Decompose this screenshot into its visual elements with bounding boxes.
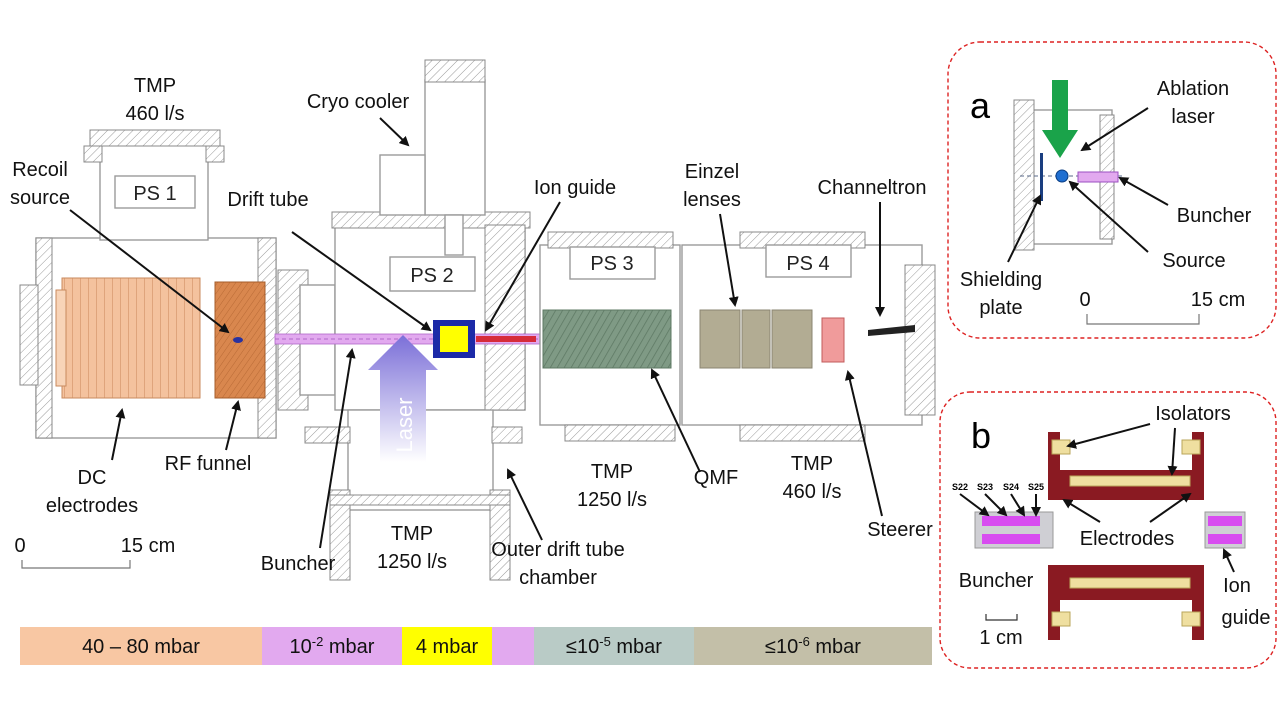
cryo-cooler-label: Cryo cooler: [307, 91, 410, 113]
channeltron-detector: [868, 325, 915, 336]
inset-b-letter: b: [971, 415, 991, 456]
isolator-bar-upper: [1069, 475, 1191, 487]
pressure-legend: 40 – 80 mbar 10-2 mbar 4 mbar ≤10-5 mbar…: [20, 627, 932, 665]
ion-guide: [476, 336, 536, 342]
source-label: Source: [1162, 250, 1225, 272]
ion-guide-label-a: Ion: [1223, 575, 1251, 597]
ps1-label: PS 1: [133, 183, 176, 205]
qmf-label: QMF: [694, 467, 738, 489]
inset-b-scale-bar: [985, 614, 1018, 621]
qmf-rods: [542, 309, 672, 369]
einzel-lens-3: [771, 309, 813, 369]
shielding-plate: [1040, 153, 1043, 201]
main-scale-bar: 0 15 cm: [14, 535, 175, 569]
ps3-label-box: [569, 246, 656, 280]
tmp-ps4-speed: 460 l/s: [783, 481, 842, 503]
ion-guide-label: Ion guide: [534, 177, 616, 199]
ps3-label: PS 3: [590, 253, 633, 275]
isolator-2: [1181, 439, 1201, 455]
ps1-label-box: [114, 175, 196, 209]
legend-swatch-5: [534, 627, 694, 665]
cryo-cooler: [424, 79, 486, 216]
recoil-source-label-a: Recoil: [12, 159, 68, 181]
laser-arrow: [368, 335, 438, 462]
ablation-label-a: Ablation: [1157, 78, 1229, 100]
legend-swatch-4: [492, 627, 534, 665]
inset-b: b S22 S23 S24 S25 Isolators Electrodes B…: [939, 391, 1277, 669]
isolator-bar-lower: [1069, 577, 1191, 589]
buncher-electrodes-bottom: [982, 534, 1040, 544]
steerer-label: Steerer: [867, 519, 933, 541]
ps2-label: PS 2: [410, 265, 453, 287]
recoil-source-marker: [233, 337, 243, 343]
einzel-lenses-label-a: Einzel: [685, 161, 739, 183]
einzel-lenses-label-b: lenses: [683, 189, 741, 211]
channeltron-label: Channeltron: [818, 177, 927, 199]
tmp-ps3-label: TMP: [591, 461, 633, 483]
main-arrows: [69, 117, 885, 549]
outer-drift-label-a: Outer drift tube: [491, 539, 624, 561]
source-dot: [1055, 169, 1069, 183]
rf-funnel-label: RF funnel: [165, 453, 252, 475]
buncher-label: Buncher: [261, 553, 336, 575]
ion-guide-label-b: guide: [1222, 607, 1271, 629]
legend-swatch-3: [402, 627, 492, 665]
rf-funnel: [214, 281, 266, 399]
legend-swatch-6: [694, 627, 932, 665]
inset-a: a Ablation laser Buncher Source Shieldin…: [947, 41, 1277, 339]
inset-a-buncher-label: Buncher: [1177, 205, 1252, 227]
inset-a-scale-length: 15 cm: [1191, 289, 1245, 311]
legend-swatch-2: [262, 627, 402, 665]
outer-drift-label-b: chamber: [519, 567, 597, 589]
tmp-ps2-speed: 1250 l/s: [377, 551, 447, 573]
recoil-source-label-b: source: [10, 187, 70, 209]
buncher-electrodes-top: [982, 516, 1040, 526]
drift-tube-label: Drift tube: [227, 189, 308, 211]
isolator-1: [1051, 439, 1071, 455]
tmp-ps2-label: TMP: [391, 523, 433, 545]
inset-a-scale-bar: [1086, 314, 1200, 325]
inset-b-scale-label: 1 cm: [979, 627, 1022, 649]
tmp-ps4-label: TMP: [791, 453, 833, 475]
legend-text-5: ≤10-5 mbar: [566, 634, 662, 658]
dc-electrodes: [61, 277, 201, 399]
segment-s25: S25: [1028, 482, 1044, 492]
inset-a-scale-zero: 0: [1079, 289, 1090, 311]
tmp-ps3-speed: 1250 l/s: [577, 489, 647, 511]
inset-a-buncher: [1077, 171, 1119, 183]
segment-s24: S24: [1003, 482, 1019, 492]
steerer-plates: [821, 317, 845, 363]
legend-text-6: ≤10-6 mbar: [765, 634, 861, 658]
main-scale-length: 15 cm: [121, 535, 175, 557]
ps2-label-box: [389, 256, 476, 292]
electrodes-label: Electrodes: [1080, 528, 1175, 550]
dc-electrodes-label-b: electrodes: [46, 495, 138, 517]
legend-text-3: 4 mbar: [416, 636, 479, 658]
inset-b-buncher-label: Buncher: [959, 570, 1034, 592]
legend-text-1: 40 – 80 mbar: [82, 636, 200, 658]
ps4-label: PS 4: [786, 253, 829, 275]
einzel-lens-2: [741, 309, 771, 369]
ablation-label-b: laser: [1171, 106, 1215, 128]
segment-s23: S23: [977, 482, 993, 492]
dc-electrodes-label-a: DC: [78, 467, 107, 489]
ablation-laser-arrow: [1042, 80, 1078, 158]
ps4-label-box: [765, 244, 852, 278]
main-scale-zero: 0: [14, 535, 25, 557]
main-apparatus: [19, 59, 936, 581]
shielding-label-a: Shielding: [960, 269, 1042, 291]
legend-swatch-1: [20, 627, 262, 665]
legend-text-2: 10-2 mbar: [290, 634, 375, 658]
einzel-lens-1: [699, 309, 741, 369]
laser-label: Laser: [392, 397, 417, 452]
segment-s22: S22: [952, 482, 968, 492]
tmp-ps1-label: TMP: [134, 75, 176, 97]
inset-a-letter: a: [970, 85, 991, 126]
shielding-label-b: plate: [979, 297, 1022, 319]
tmp-ps1-speed: 460 l/s: [126, 103, 185, 125]
isolators-label: Isolators: [1155, 403, 1231, 425]
